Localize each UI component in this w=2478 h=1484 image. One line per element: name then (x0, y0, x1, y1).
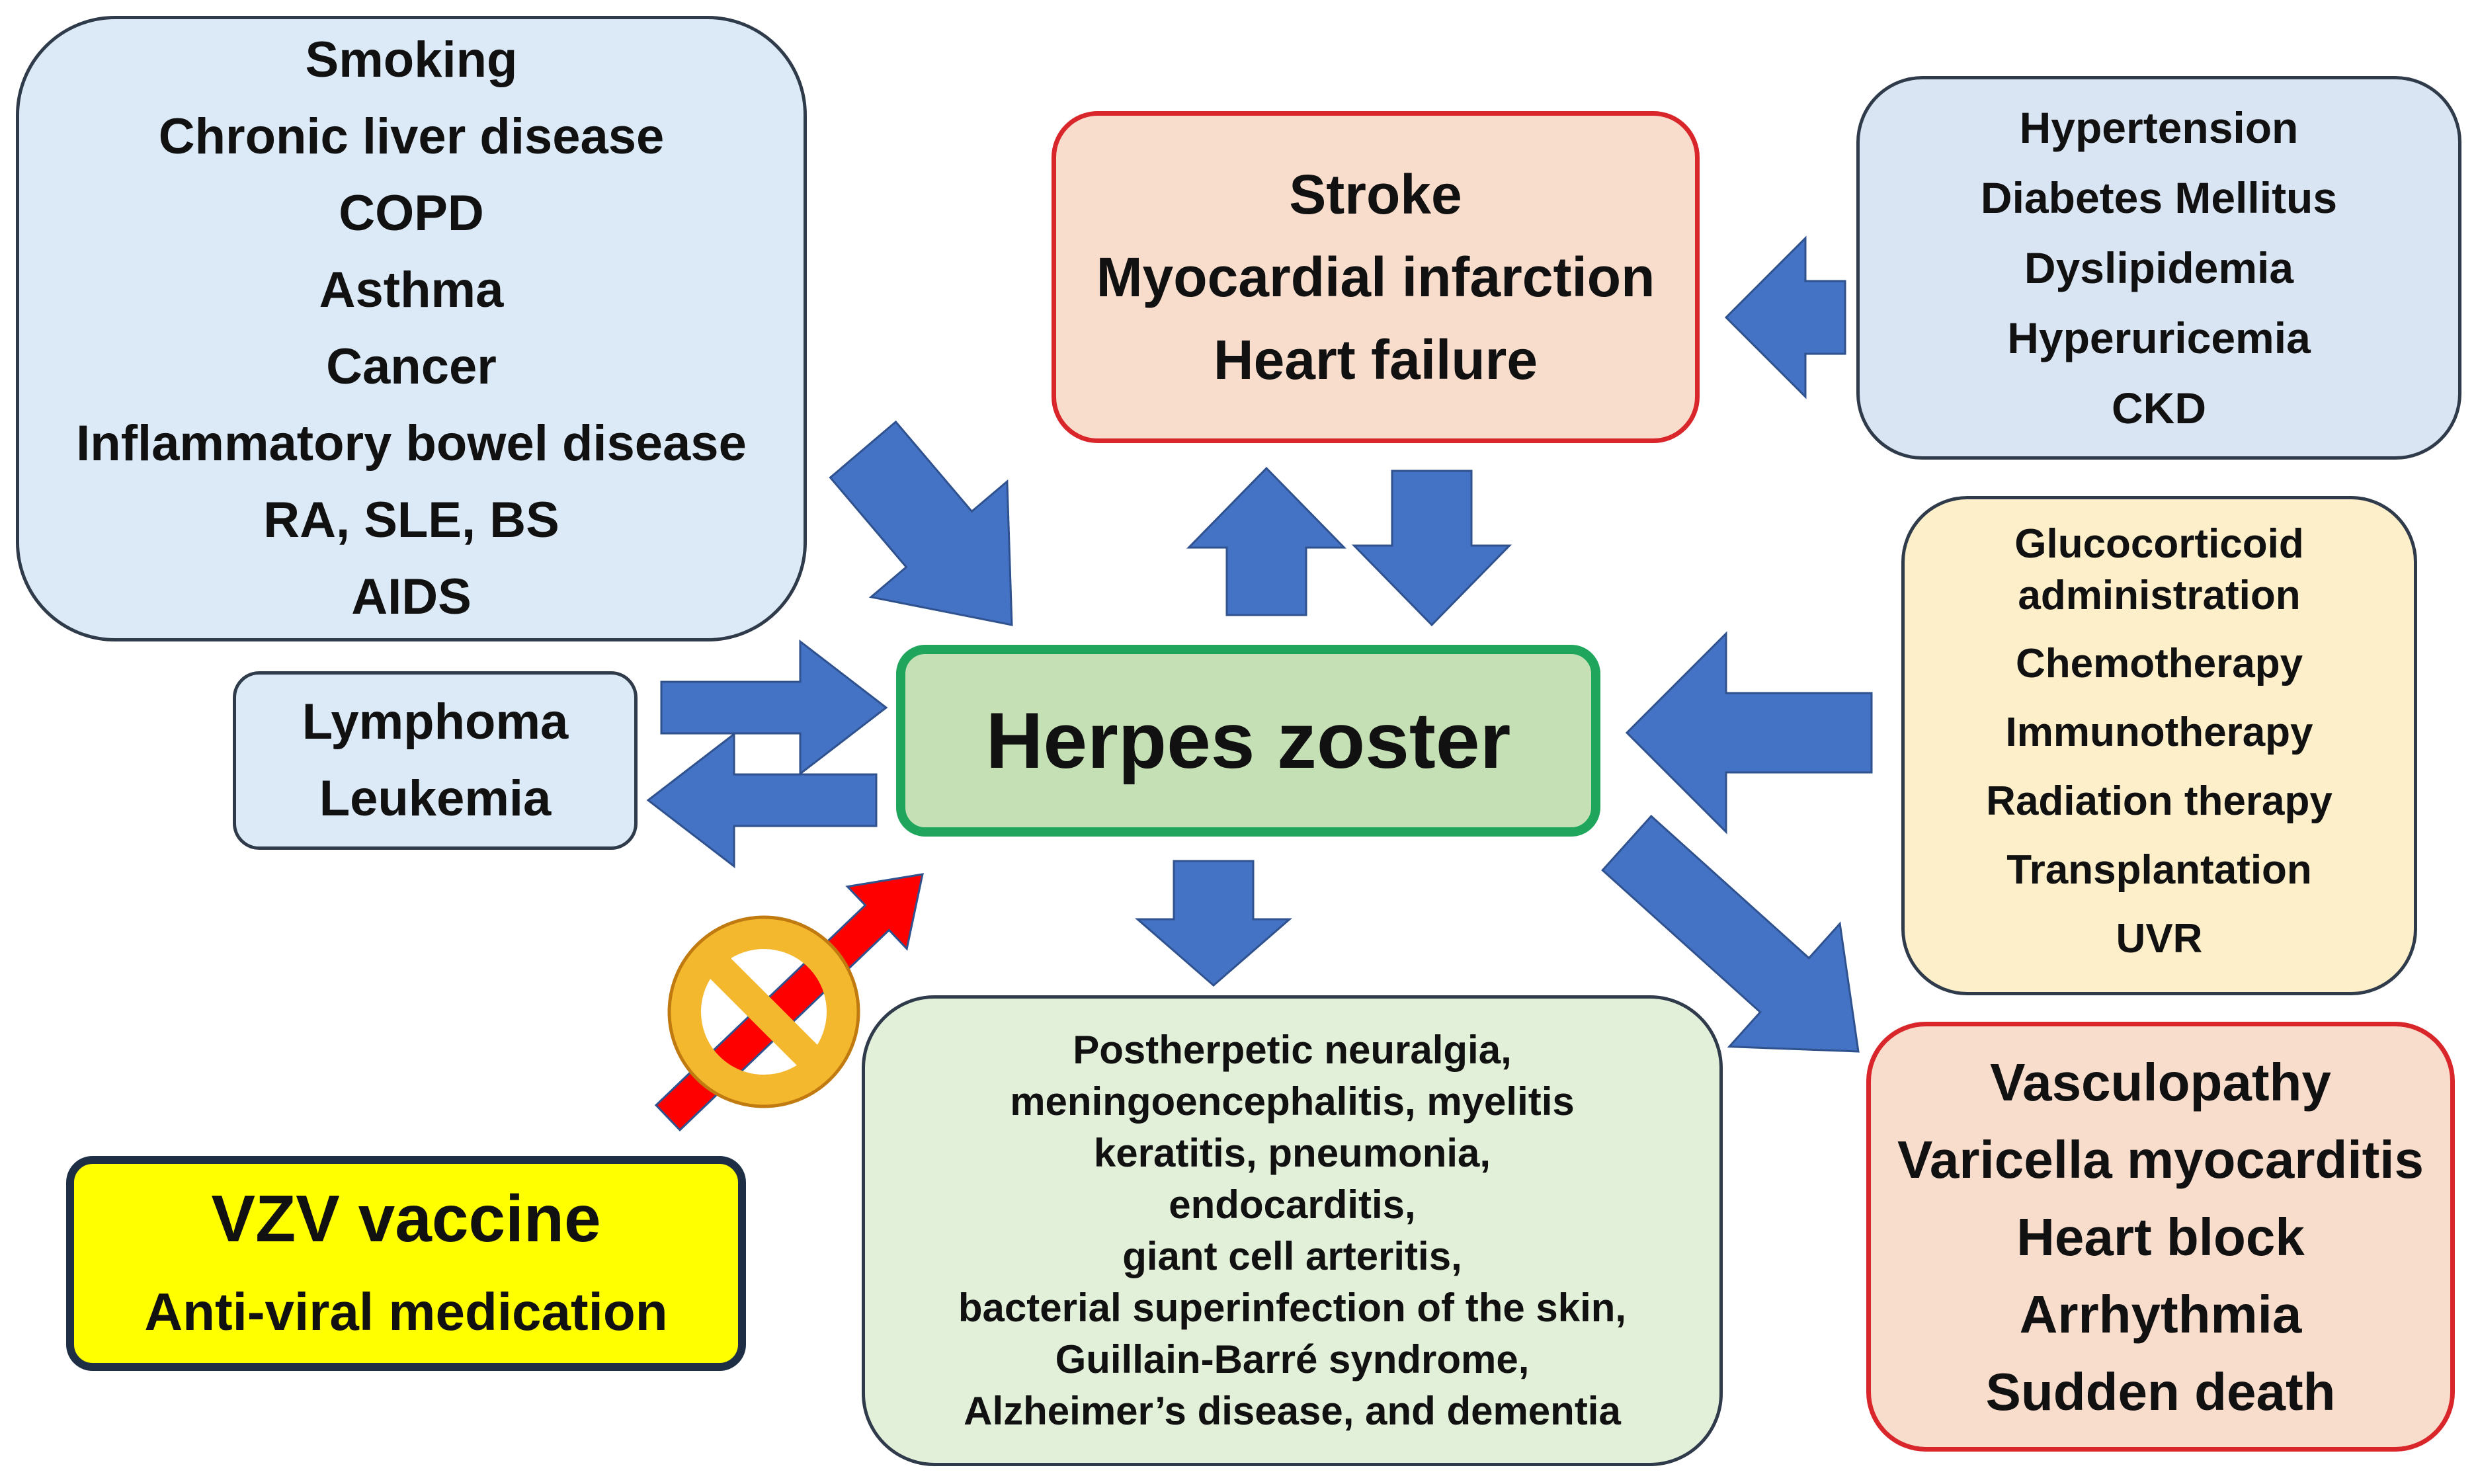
immunosuppression-item: Radiation therapy (1986, 778, 2333, 824)
hematologic-item: Lymphoma (302, 694, 569, 750)
complication-line: giant cell arteritis, (1122, 1234, 1462, 1278)
complication-line: endocarditis, (1169, 1182, 1416, 1227)
prevention-box: VZV vaccine Anti-viral medication (66, 1156, 746, 1371)
arrow-heme-to-hz (660, 639, 888, 776)
complications-box: Postherpetic neuralgia, meningoencephali… (862, 995, 1723, 1466)
prohibition-bar (700, 948, 827, 1075)
cardiovascular-item: Stroke (1289, 163, 1462, 226)
arrow-immuno-to-hz (1625, 631, 1873, 835)
prohibition-ring-outline (667, 915, 860, 1108)
cardiovascular-item: Myocardial infarction (1096, 245, 1655, 308)
immunosuppression-item: Glucocorticoid (2014, 520, 2304, 567)
cardiovascular-events-box: Stroke Myocardial infarction Heart failu… (1052, 111, 1700, 443)
immunosuppression-item: administration (2018, 572, 2301, 618)
center-label: Herpes zoster (985, 696, 1511, 785)
metabolic-risks-box: Hypertension Diabetes Mellitus Dyslipide… (1856, 76, 2461, 460)
cardiovascular-item: Heart failure (1213, 328, 1538, 391)
herpes-zoster-box: Herpes zoster (896, 645, 1600, 837)
risk-factor-item: Chronic liver disease (158, 108, 665, 165)
immunosuppression-item: UVR (2116, 915, 2203, 962)
arrow-hz-to-vasc (1601, 814, 1860, 1053)
complication-line: Guillain-Barré syndrome, (1055, 1337, 1530, 1381)
vzv-cardiac-outcomes-box: Vasculopathy Varicella myocarditis Heart… (1866, 1022, 2455, 1452)
prohibition-ring (671, 919, 857, 1105)
prohibition-icon (667, 915, 860, 1108)
risk-factor-item: COPD (339, 185, 484, 241)
metabolic-item: CKD (2112, 384, 2206, 433)
cardiac-outcome-item: Arrhythmia (2019, 1284, 2302, 1344)
complication-line: Alzheimer’s disease, and dementia (964, 1389, 1621, 1433)
metabolic-item: Hypertension (2019, 103, 2299, 152)
risk-factor-item: AIDS (351, 569, 472, 625)
metabolic-item: Dyslipidemia (2024, 243, 2294, 292)
cardiac-outcome-item: Sudden death (1985, 1362, 2336, 1421)
risk-factor-item: Inflammatory bowel disease (76, 415, 747, 472)
immunosuppression-box: Glucocorticoid administration Chemothera… (1901, 496, 2417, 995)
arrow-cv-to-hz (1351, 470, 1512, 627)
risk-factor-item: Smoking (305, 32, 518, 88)
complication-line: meningoencephalitis, myelitis (1010, 1079, 1575, 1124)
arrow-hz-to-complications (1134, 860, 1293, 987)
risk-factor-item: Cancer (326, 339, 497, 395)
arrow-hz-to-cv (1186, 466, 1347, 616)
hematologic-malignancy-box: Lymphoma Leukemia (233, 671, 638, 850)
cardiac-outcome-item: Varicella myocarditis (1897, 1130, 2424, 1189)
complication-line: keratitis, pneumonia, (1093, 1131, 1491, 1175)
arrow-risk-to-hz (829, 420, 1013, 626)
immunosuppression-item: Transplantation (2006, 846, 2312, 893)
immunosuppression-item: Chemotherapy (2015, 640, 2303, 686)
risk-factor-item: Asthma (319, 262, 504, 318)
cardiac-outcome-item: Heart block (2016, 1207, 2305, 1266)
vaccine-label: VZV vaccine (211, 1181, 601, 1256)
metabolic-item: Hyperuricemia (2007, 313, 2311, 362)
hematologic-item: Leukemia (319, 770, 552, 827)
risk-factor-item: RA, SLE, BS (263, 492, 559, 548)
metabolic-item: Diabetes Mellitus (1980, 173, 2338, 222)
antiviral-label: Anti-viral medication (144, 1282, 668, 1341)
immunosuppression-item: Immunotherapy (2005, 709, 2313, 755)
complication-line: bacterial superinfection of the skin, (958, 1286, 1627, 1330)
risk-factors-box: Smoking Chronic liver disease COPD Asthm… (16, 16, 807, 641)
arrow-metabolic-to-cv (1724, 235, 1846, 399)
cardiac-outcome-item: Vasculopathy (1990, 1052, 2331, 1112)
arrow-hz-to-heme (646, 731, 878, 869)
complication-line: Postherpetic neuralgia, (1073, 1028, 1512, 1072)
